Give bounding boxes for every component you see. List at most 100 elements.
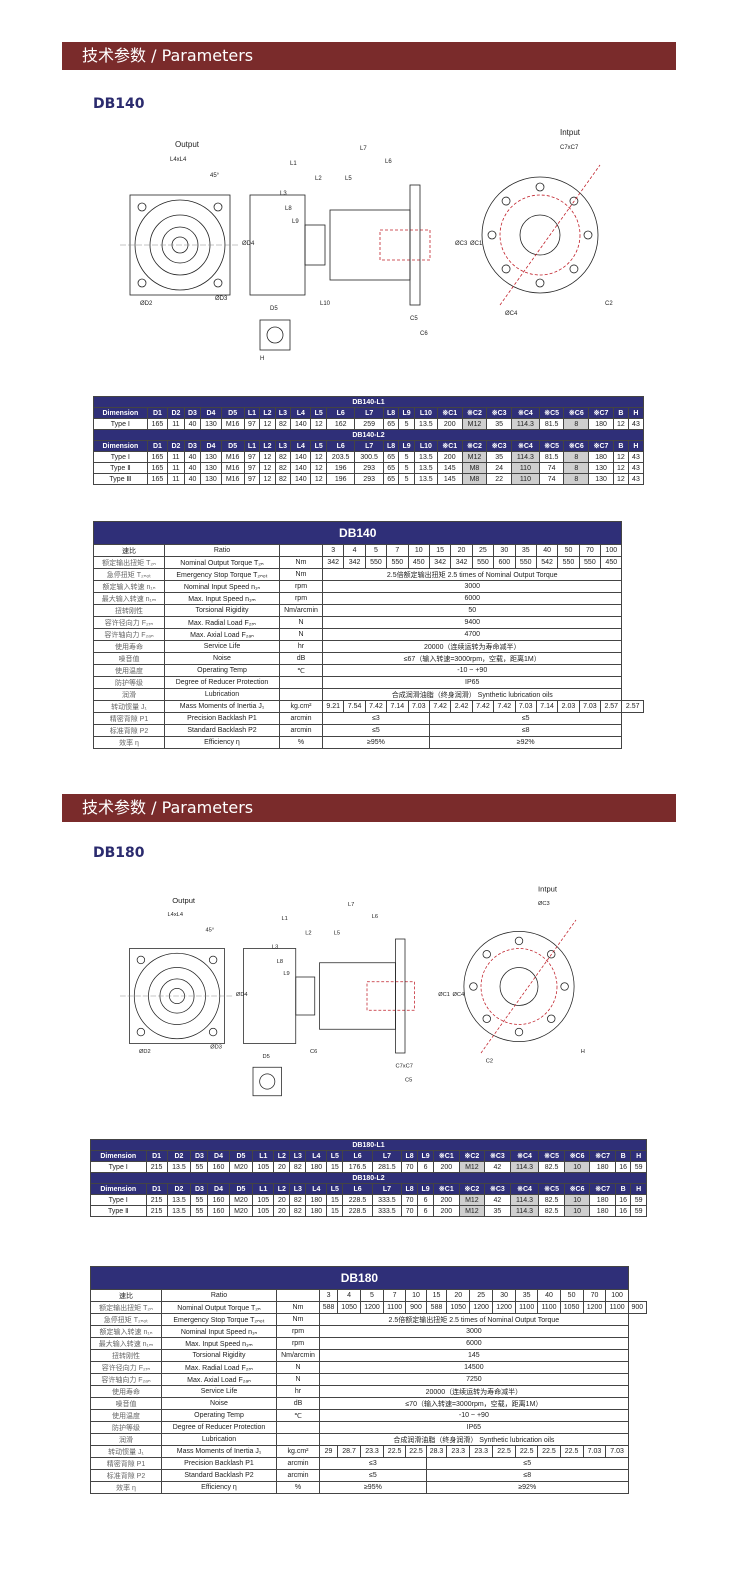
table-cell: 82.5: [538, 1161, 565, 1173]
table-cell: 82: [274, 418, 292, 430]
table-cell: 12: [612, 462, 629, 474]
table-cell: rpm: [276, 1325, 320, 1338]
table-cell: 使用寿命: [93, 640, 165, 653]
table-cell: 342: [343, 556, 366, 569]
table-cell: 550: [364, 556, 388, 569]
table-cell: 7.54: [343, 700, 366, 713]
table-cell: 4700: [321, 628, 623, 641]
dimension-label: C5: [410, 316, 418, 322]
table-cell: 105: [252, 1161, 275, 1173]
table-cell: ≤67（输入转速=3000rpm，空载，距离1M）: [321, 652, 623, 665]
table-cell: 标准背隙 P2: [90, 1469, 162, 1482]
table-cell: Emergency Stop Torque T₂ₙₒₜ: [164, 568, 280, 581]
dimension-label: L7: [360, 146, 367, 152]
table-cell: 2.03: [557, 700, 580, 713]
table-cell: B: [612, 440, 629, 452]
table-cell: 196: [325, 473, 356, 485]
table-cell: Max. Input Speed n₁ₘ: [161, 1337, 277, 1350]
table-cell: D2: [166, 1183, 192, 1195]
table-cell: L5: [326, 1150, 344, 1162]
table-cell: hr: [276, 1385, 320, 1398]
table-cell: arcmin: [279, 724, 323, 737]
table-cell: 2.57: [621, 700, 644, 713]
output-shaft: [304, 224, 326, 266]
table-cell: 使用温度: [90, 1409, 162, 1422]
table-cell: 130: [200, 418, 222, 430]
motor-adapter: [329, 209, 411, 281]
table-cell: 74: [538, 462, 565, 474]
table-cell: 最大输入转速 n₁ₘ: [93, 592, 165, 605]
table-cell: 1050: [559, 1301, 584, 1314]
table-cell: DB140: [92, 521, 623, 545]
table-cell: 50: [321, 604, 623, 617]
table-cell: hr: [279, 640, 323, 653]
table-cell: 13.5: [413, 462, 438, 474]
table-cell: D2: [166, 1150, 192, 1162]
table-cell: 24: [486, 462, 513, 474]
table-cell: 5: [398, 451, 415, 463]
table-cell: 28.3: [425, 1445, 448, 1458]
table-cell: 13.5: [166, 1161, 192, 1173]
table-cell: 2.5倍额定输出扭矩 2.5 times of Nominal Output T…: [321, 568, 623, 581]
table-cell: 精密背隙 P1: [90, 1457, 162, 1470]
input-bore-circle: [519, 214, 561, 256]
bolt-hole: [208, 955, 218, 965]
table-cell: L10: [413, 440, 438, 452]
section-banner: 技术参数 / Parameters: [62, 42, 676, 70]
bolt-hole: [208, 1027, 218, 1037]
table-cell: 180: [589, 1205, 616, 1217]
table-cell: ※C6: [563, 1150, 591, 1162]
input-bore-circle: [499, 967, 539, 1006]
table-cell: ℃: [279, 664, 323, 677]
dimension-label: C7xC7: [396, 1063, 413, 1069]
table-cell: ※C3: [486, 407, 513, 419]
table-title-row: DB140-L2: [93, 429, 644, 441]
table-cell: kg.cm²: [279, 700, 323, 713]
table-cell: 22.5: [515, 1445, 539, 1458]
dimension-label: L2: [305, 930, 311, 936]
table-cell: 588: [318, 1301, 339, 1314]
table-cell: Lubrication: [161, 1433, 277, 1446]
table-cell: 5: [398, 418, 415, 430]
table-cell: Type Ⅰ: [90, 1161, 147, 1173]
table-cell: 1050: [446, 1301, 471, 1314]
table-cell: 180: [305, 1205, 328, 1217]
table-cell: 114.3: [511, 451, 540, 463]
dimension-label: C6: [310, 1049, 317, 1055]
table-cell: 扭转刚性: [90, 1349, 162, 1362]
table-cell: ≥95%: [322, 736, 430, 749]
table-cell: 12: [259, 418, 276, 430]
table-cell: D4: [207, 1150, 230, 1162]
dimension-label: L9: [283, 971, 289, 977]
table-cell: 162: [325, 418, 356, 430]
table-cell: L6: [342, 1150, 373, 1162]
table-cell: 333.5: [371, 1205, 403, 1217]
table-cell: Max. Axial Load F₂ₐₙ: [161, 1373, 277, 1386]
table-cell: 200: [433, 1194, 460, 1206]
table-cell: 114.3: [509, 1161, 540, 1173]
table-cell: 15: [326, 1161, 344, 1173]
table-cell: 8: [563, 473, 590, 485]
table-cell: 70: [578, 544, 602, 557]
table-cell: ※C4: [511, 440, 540, 452]
table-cell: Nominal Input Speed n₁ₙ: [164, 580, 280, 593]
table-cell: H: [630, 1150, 647, 1162]
table-cell: N: [279, 628, 323, 641]
table-cell: L1: [252, 1150, 275, 1162]
table-cell: M12: [458, 1161, 486, 1173]
table-cell: L2: [273, 1150, 291, 1162]
table-cell: ℃: [276, 1409, 320, 1422]
table-cell: -10 ~ +90: [321, 664, 623, 677]
table-cell: ※C4: [511, 407, 540, 419]
dimension-label: L9: [292, 219, 299, 225]
table-cell: 145: [436, 473, 463, 485]
table-cell: L9: [398, 407, 415, 419]
table-cell: Dimension: [93, 440, 148, 452]
input-bolt-hole: [535, 182, 545, 192]
